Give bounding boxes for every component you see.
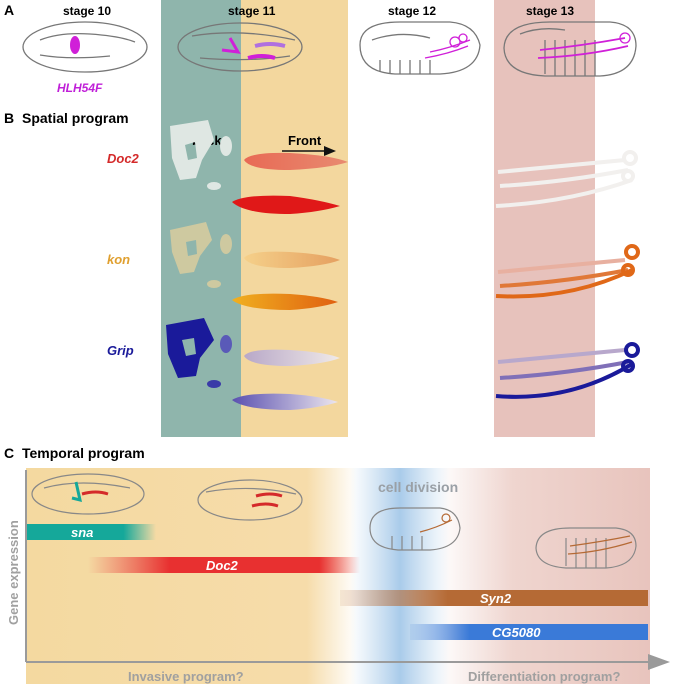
gene-label-kon: kon [107, 252, 130, 267]
stage-12-label: stage 12 [388, 4, 436, 18]
gene-label-grip: Grip [107, 343, 134, 358]
grip-stage13-shape [495, 342, 640, 399]
stage-13-label: stage 13 [526, 4, 574, 18]
grip-back-shape [166, 318, 232, 388]
stage-11-label: stage 11 [228, 4, 276, 18]
embryo-stage-12 [359, 21, 481, 75]
cell-division-band [350, 468, 450, 684]
cell-division-label: cell division [378, 479, 458, 495]
front-arrow [282, 146, 336, 156]
temporal-embryo-2 [197, 479, 303, 521]
panel-b-letter: B [4, 110, 14, 126]
kon-front-shape-2 [232, 293, 338, 310]
panel-c-title: Temporal program [22, 445, 145, 461]
bar-syn2 [340, 590, 648, 606]
orange-band [241, 0, 348, 437]
gene-label-doc2: Doc2 [107, 151, 140, 166]
kon-back-shape [170, 222, 232, 288]
bar-cg5080-label: CG5080 [492, 625, 541, 640]
panel-b-title: Spatial program [22, 110, 129, 126]
grip-front-shape-1 [244, 349, 340, 366]
bar-cg5080 [410, 624, 648, 640]
embryo-stage-10 [22, 21, 148, 73]
y-axis-label: Gene expression [6, 520, 21, 625]
embryo-stage-11 [177, 22, 303, 72]
bar-sna [26, 524, 156, 540]
doc2-front-shape-1 [244, 152, 348, 170]
kon-stage13-shape [495, 244, 640, 299]
bar-syn2-label: Syn2 [480, 591, 512, 606]
x-right-label: Differentiation program? [468, 669, 620, 684]
bar-sna-label: sna [71, 525, 93, 540]
doc2-back-shape [170, 120, 232, 190]
doc2-stage13-shape [495, 150, 638, 208]
x-axis-arrowhead [648, 654, 670, 670]
doc2-front-shape-2 [232, 195, 340, 214]
temporal-embryo-1 [31, 473, 145, 515]
panel-a-letter: A [4, 2, 14, 18]
x-left-label: Invasive program? [128, 669, 244, 684]
panel-c-letter: C [4, 445, 14, 461]
kon-front-shape-1 [244, 251, 340, 268]
hlh54f-label: HLH54F [57, 81, 103, 95]
temporal-embryo-4 [535, 527, 637, 569]
front-label: Front [288, 133, 322, 148]
bar-doc2-label: Doc2 [206, 558, 239, 573]
stage-10-label: stage 10 [63, 4, 111, 18]
bar-doc2 [88, 557, 360, 573]
temporal-embryo-3 [369, 507, 461, 551]
grip-front-shape-2 [232, 393, 338, 410]
temporal-background [26, 468, 650, 684]
embryo-stage-13 [503, 21, 637, 77]
